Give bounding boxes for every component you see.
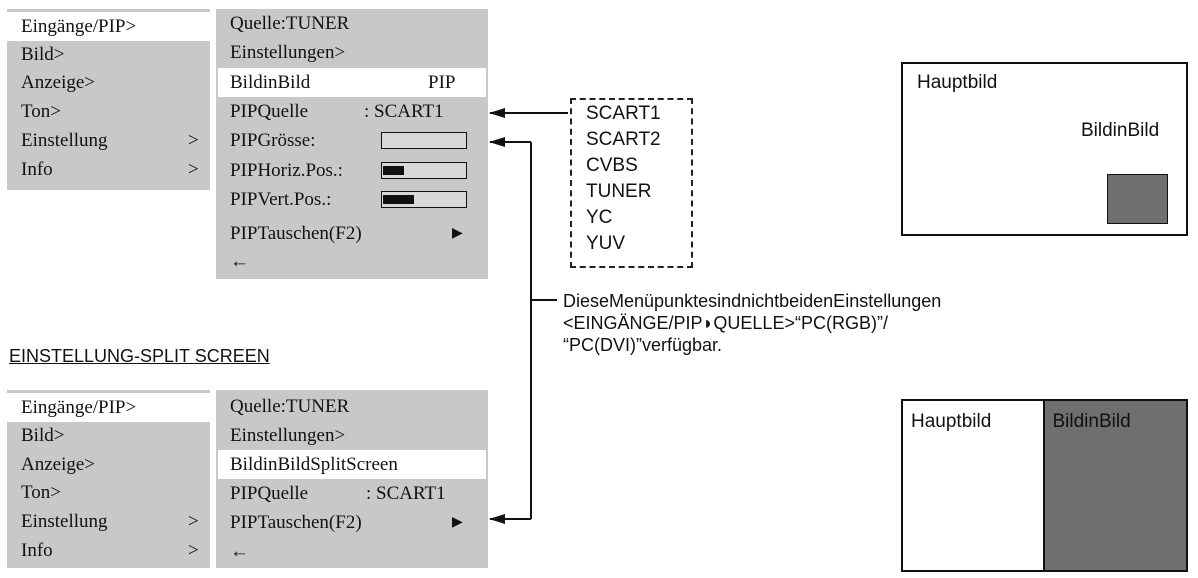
submenu-item-einstellungen[interactable]: Einstellungen>	[216, 421, 488, 450]
pip-horiz-slider[interactable]	[381, 162, 467, 179]
source-option[interactable]: YC	[586, 207, 613, 228]
menu-item-label: Bild>	[21, 425, 65, 446]
submenu-item-piptauschen[interactable]: PIPTauschen(F2) ▶	[216, 508, 488, 537]
pip-vert-slider[interactable]	[381, 191, 467, 208]
submenu-item-label: Quelle:TUNER	[230, 396, 350, 417]
submenu-item-label: PIPQuelle	[230, 483, 309, 504]
split-main-menu: Eingänge/PIP> Bild> Anzeige> Ton> Einste…	[7, 390, 210, 568]
submenu-item-back[interactable]: ←	[216, 537, 488, 566]
source-options-list: SCART1 SCART2 CVBS TUNER YC YUV	[570, 98, 693, 268]
back-arrow-icon: ←	[230, 541, 249, 562]
pip-main-menu: Eingänge/PIP> Bild> Anzeige> Ton> Einste…	[7, 9, 210, 190]
menu-item-bild[interactable]: Bild>	[7, 421, 210, 450]
back-arrow-icon: ←	[230, 251, 249, 272]
submenu-item-value: : SCART1	[366, 483, 446, 504]
submenu-item-piptauschen[interactable]: PIPTauschen(F2) ▶	[216, 219, 488, 248]
split-submenu: Quelle:TUNER Einstellungen> BildinBildSp…	[216, 390, 488, 568]
main-picture-label: Hauptbild	[911, 411, 992, 432]
note-line: DieseMenüpunktesindnichtbeidenEinstellun…	[563, 291, 942, 311]
note-line: <EINGÄNGE/PIP◗QUELLE>“PC(RGB)”/	[563, 313, 888, 333]
submenu-item-label: Quelle:TUNER	[230, 13, 350, 34]
menu-item-label: Anzeige>	[21, 72, 96, 93]
menu-item-label: Einstellung	[21, 511, 108, 532]
submenu-item-value: PIP	[428, 72, 456, 93]
submenu-item-quelle[interactable]: Quelle:TUNER	[216, 9, 488, 38]
pip-picture-label: BildinBild	[1081, 120, 1160, 141]
menu-item-eingaenge-pip[interactable]: Eingänge/PIP>	[7, 393, 210, 422]
pip-size-slider[interactable]	[381, 132, 467, 149]
main-picture-label: Hauptbild	[917, 72, 998, 93]
menu-item-bild[interactable]: Bild>	[7, 40, 210, 69]
menu-item-label: Info	[21, 540, 53, 561]
submenu-item-quelle[interactable]: Quelle:TUNER	[216, 392, 488, 421]
submenu-item-label: PIPVert.Pos.:	[230, 189, 332, 210]
submenu-item-label: Einstellungen>	[230, 425, 346, 446]
menu-item-anzeige[interactable]: Anzeige>	[7, 450, 210, 479]
split-main-half: Hauptbild	[903, 401, 1045, 570]
menu-item-arrow: >	[188, 159, 199, 180]
submenu-item-label: Einstellungen>	[230, 42, 346, 63]
pip-window	[1107, 174, 1168, 224]
submenu-item-bildinbild-split[interactable]: BildinBildSplitScreen	[218, 450, 486, 479]
menu-item-info[interactable]: Info >	[7, 536, 210, 565]
menu-item-ton[interactable]: Ton>	[7, 97, 210, 126]
split-screen-heading: EINSTELLUNG-SPLIT SCREEN	[9, 346, 270, 366]
menu-item-einstellung[interactable]: Einstellung >	[7, 507, 210, 536]
source-option[interactable]: CVBS	[586, 155, 638, 176]
slider-fill	[383, 195, 415, 204]
menu-item-label: Ton>	[21, 101, 61, 122]
submenu-item-label: PIPGrösse:	[230, 130, 316, 151]
menu-item-ton[interactable]: Ton>	[7, 478, 210, 507]
pip-screen-diagram: Hauptbild BildinBild	[901, 62, 1188, 236]
submenu-item-pipvert[interactable]: PIPVert.Pos.:	[216, 185, 488, 214]
submenu-item-label: BildinBildSplitScreen	[230, 454, 398, 475]
submenu-item-pipquelle[interactable]: PIPQuelle : SCART1	[216, 479, 488, 508]
note-line: “PC(DVI)”verfügbar.	[563, 335, 723, 355]
slider-fill	[383, 166, 404, 175]
menu-item-label: Anzeige>	[21, 454, 96, 475]
submenu-item-label: PIPTauschen(F2)	[230, 512, 362, 533]
menu-item-info[interactable]: Info >	[7, 155, 210, 184]
play-arrow-icon: ▶	[452, 515, 463, 530]
submenu-item-label: PIPHoriz.Pos.:	[230, 160, 343, 181]
source-option[interactable]: SCART2	[586, 129, 661, 150]
menu-item-anzeige[interactable]: Anzeige>	[7, 68, 210, 97]
submenu-item-bildinbild[interactable]: BildinBild PIP	[218, 68, 486, 97]
menu-item-label: Ton>	[21, 482, 61, 503]
menu-item-eingaenge-pip[interactable]: Eingänge/PIP>	[7, 12, 210, 41]
menu-item-arrow: >	[188, 130, 199, 151]
menu-item-label: Bild>	[21, 44, 65, 65]
menu-item-arrow: >	[188, 511, 199, 532]
split-screen-diagram: Hauptbild BildinBild	[901, 399, 1188, 572]
pip-submenu: Quelle:TUNER Einstellungen> BildinBild P…	[216, 9, 488, 279]
submenu-item-label: PIPQuelle	[230, 101, 309, 122]
source-option[interactable]: SCART1	[586, 103, 661, 124]
menu-item-label: Eingänge/PIP>	[21, 397, 137, 418]
submenu-item-label: BildinBild	[230, 72, 311, 93]
submenu-item-value: : SCART1	[364, 101, 444, 122]
source-option[interactable]: TUNER	[586, 181, 652, 202]
menu-item-label: Eingänge/PIP>	[21, 16, 137, 37]
submenu-item-pipquelle[interactable]: PIPQuelle : SCART1	[216, 97, 488, 126]
menu-item-label: Info	[21, 159, 53, 180]
play-arrow-icon: ▶	[452, 226, 463, 241]
submenu-item-pipgroesse[interactable]: PIPGrösse:	[216, 126, 488, 155]
submenu-item-einstellungen[interactable]: Einstellungen>	[216, 38, 488, 67]
split-pip-half: BildinBild	[1044, 401, 1186, 570]
pip-picture-label: BildinBild	[1052, 411, 1131, 432]
menu-item-arrow: >	[188, 540, 199, 561]
submenu-item-label: PIPTauschen(F2)	[230, 223, 362, 244]
menu-item-einstellung[interactable]: Einstellung >	[7, 126, 210, 155]
submenu-item-back[interactable]: ←	[216, 247, 488, 276]
submenu-item-piphoriz[interactable]: PIPHoriz.Pos.:	[216, 156, 488, 185]
availability-note: DieseMenüpunktesindnichtbeidenEinstellun…	[563, 290, 941, 356]
source-option[interactable]: YUV	[586, 233, 626, 254]
menu-item-label: Einstellung	[21, 130, 108, 151]
